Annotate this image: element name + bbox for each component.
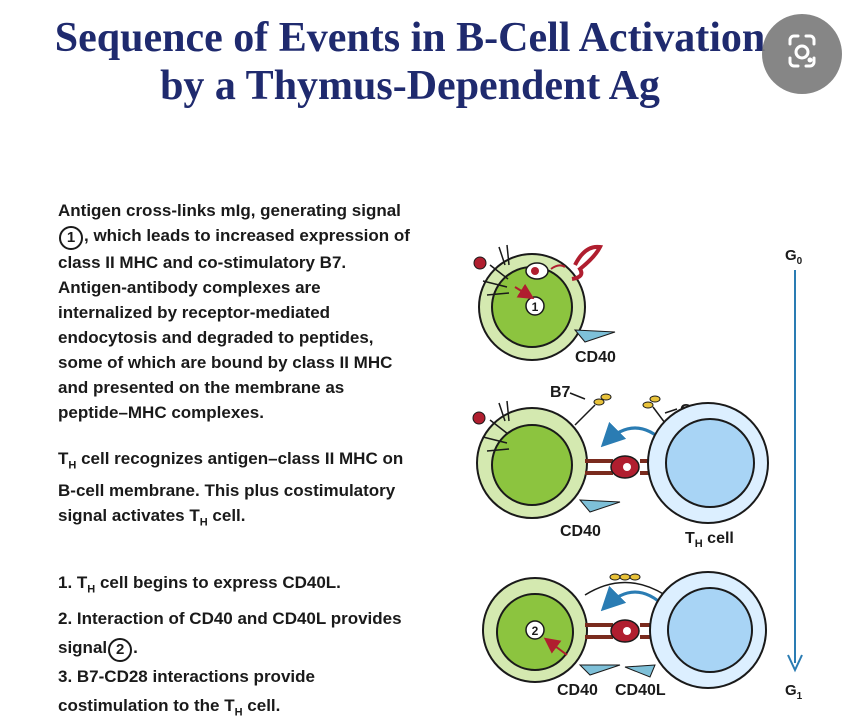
signal-1-circle: 1 — [59, 226, 83, 250]
p2-line-2: B-cell membrane. This plus costimulatory — [58, 481, 396, 501]
p1-line-1: Antigen cross-links mIg, generating sign… — [58, 201, 401, 220]
diagram-svg: 1 CD40 B7 — [472, 244, 803, 702]
g1-main: G — [785, 682, 797, 699]
activation-diagram: 1 CD40 B7 — [455, 225, 845, 725]
b-cell-stage-2 — [472, 400, 588, 519]
signal-2-label: 2 — [532, 624, 539, 638]
b-cell-stage-3: 2 — [482, 577, 588, 683]
p1-line-7: some of which are bound by class II MHC — [58, 353, 393, 372]
step-2-line-1: 2. Interaction of CD40 and CD40L provide… — [58, 609, 402, 629]
g0-main: G — [785, 247, 797, 264]
p1-line-8: and presented on the membrane as — [58, 378, 345, 397]
p1-line-3: class II MHC and co-stimulatory B7. — [58, 253, 347, 272]
th-cell-stage-3 — [649, 571, 767, 689]
lens-icon — [788, 34, 816, 68]
paragraph-th-recognition: TH cell recognizes antigen–class II MHC … — [58, 446, 458, 536]
p1-line-4: Antigen-antibody complexes are — [58, 278, 321, 297]
label-g0: G0 — [785, 247, 803, 267]
p1-line-9: peptide–MHC complexes. — [58, 403, 264, 422]
label-cd40-top: CD40 — [575, 349, 616, 366]
steps-list: 1. TH cell begins to express CD40L. 2. I… — [58, 568, 468, 728]
label-th-cell: TH cell — [685, 530, 734, 550]
signal-1-label: 1 — [532, 300, 539, 314]
signal-2-circle: 2 — [108, 638, 133, 663]
p1-line-2: 1, which leads to increased expression o… — [58, 223, 458, 250]
step-1-sub: H — [87, 583, 96, 596]
p1-line-5: internalized by receptor-mediated — [58, 303, 331, 322]
step-1-post: cell begins to express CD40L. — [95, 573, 341, 592]
th-cell-stage-2 — [647, 402, 769, 524]
step-1-pre: 1. T — [58, 573, 88, 592]
g0-sub: 0 — [797, 256, 803, 267]
label-b7: B7 — [550, 384, 571, 401]
b-cell-stage-1: 1 — [473, 244, 616, 361]
title-line-1: Sequence of Events in B-Cell Activation — [54, 15, 766, 61]
step-3-post: cell. — [242, 696, 281, 716]
lens-search-button[interactable] — [762, 14, 842, 94]
label-g1: G1 — [785, 682, 803, 702]
th-sub: H — [695, 538, 703, 550]
step-2-pre: signal — [58, 638, 108, 658]
th-post: cell — [703, 530, 734, 547]
p1-line-6: endocytosis and degraded to peptides, — [58, 328, 374, 347]
p2-h-sub-2: H — [199, 516, 208, 529]
p2-line-1: TH cell recognizes antigen–class II MHC … — [58, 446, 458, 478]
th-pre: T — [685, 530, 695, 547]
signal-1-marker — [525, 296, 545, 316]
step-3-sub: H — [234, 706, 243, 719]
title-line-2: by a Thymus-Dependent Ag — [160, 63, 660, 109]
paragraph-signal-1: Antigen cross-links mIg, generating sign… — [58, 198, 458, 425]
signal-2-marker — [525, 620, 545, 640]
p1-line-2-text: , which leads to increased expression of — [84, 226, 410, 245]
g1-sub: 1 — [797, 691, 803, 702]
label-cd40-mid: CD40 — [560, 523, 601, 540]
step-3-pre: costimulation to the T — [58, 696, 235, 716]
p2-line-3-pre: signal activates T — [58, 506, 200, 526]
p2-line-1-text: cell recognizes antigen–class II MHC on — [76, 449, 404, 468]
step-3-line-2: costimulation to the TH cell. — [58, 691, 468, 727]
label-cd40l: CD40L — [615, 682, 666, 699]
step-3-line-1: 3. B7-CD28 interactions provide — [58, 667, 315, 687]
label-cd40-bottom: CD40 — [557, 682, 598, 699]
slide-title: Sequence of Events in B-Cell Activation … — [0, 14, 820, 110]
p2-line-3-post: cell. — [207, 506, 246, 526]
p2-h-sub: H — [68, 459, 77, 472]
step-1: 1. TH cell begins to express CD40L. — [58, 568, 468, 604]
step-2-post: . — [133, 638, 138, 658]
p2-t: T — [58, 449, 69, 468]
p2-line-3: signal activates TH cell. — [58, 503, 458, 535]
